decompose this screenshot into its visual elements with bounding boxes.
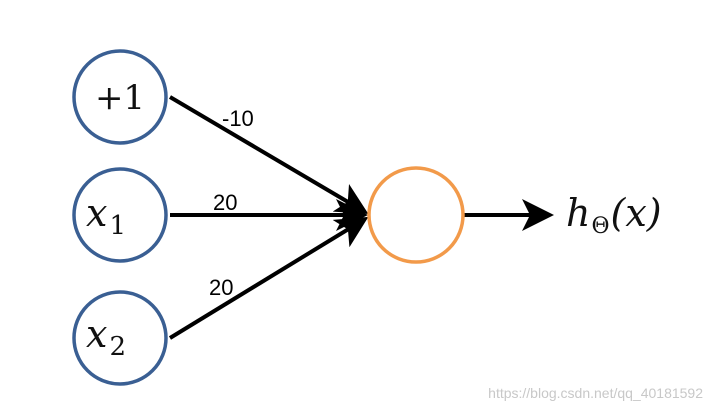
weight-bias: -10 (222, 106, 254, 131)
x1-node-label: x1 (86, 191, 126, 241)
bias-node-label: +1 (95, 78, 145, 118)
weight-x2: 20 (209, 275, 233, 300)
output-node (367, 166, 465, 264)
x2-node-var: x (86, 312, 107, 356)
edge-x2-to-output (168, 216, 369, 340)
x2-node-sub: 2 (109, 332, 126, 362)
bias-node (72, 49, 168, 145)
hypothesis-sub: Θ (591, 214, 609, 239)
x2-node-label: x2 (86, 312, 126, 362)
weight-x1: 20 (213, 190, 237, 215)
hypothesis-label: hΘ(x) (566, 191, 662, 239)
watermark-text: https://blog.csdn.net/qq_40181592 (488, 385, 703, 401)
hypothesis-arg: (x) (611, 191, 662, 235)
edge-bias-to-output (168, 95, 369, 215)
hypothesis-var: h (566, 191, 590, 235)
x1-node-var: x (86, 191, 107, 235)
x1-node-sub: 1 (109, 211, 126, 241)
x2-node (72, 290, 168, 386)
x1-node (72, 167, 168, 263)
